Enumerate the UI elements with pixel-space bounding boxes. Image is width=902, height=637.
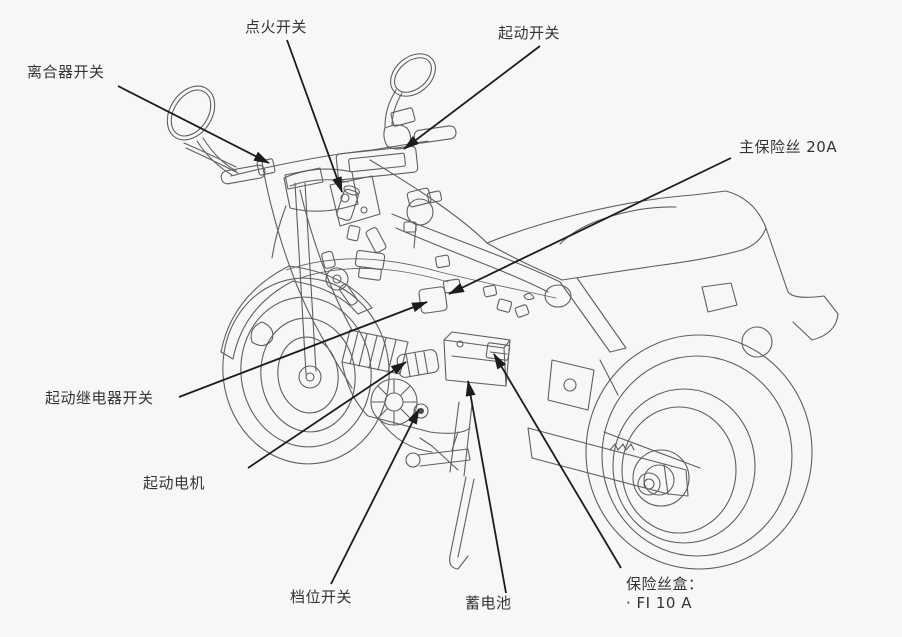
label-starter-motor: 起动电机	[143, 474, 206, 492]
motorcycle-line-art	[166, 53, 839, 570]
label-fuse-box: 保险丝盒： · FI 10 A	[626, 575, 704, 613]
label-clutch-switch: 离合器开关	[27, 63, 105, 81]
fuse-box-part	[485, 342, 511, 361]
handlebar	[183, 107, 457, 185]
leader-starter-relay-switch	[178, 301, 428, 398]
leader-arrows	[117, 39, 732, 594]
front-fender	[220, 265, 373, 360]
instrument-panel	[335, 145, 419, 181]
label-starter-switch: 起动开关	[498, 24, 561, 42]
seat-and-tail	[486, 190, 839, 358]
label-main-fuse: 主保险丝 20A	[739, 138, 838, 156]
label-fuse-box-line1: 保险丝盒：	[626, 575, 704, 593]
underbody	[341, 361, 475, 570]
leader-clutch-switch	[117, 85, 270, 164]
leader-gear-position-switch	[330, 408, 420, 585]
label-fuse-box-line2: · FI 10 A	[626, 594, 692, 612]
ignition-switch-part	[336, 185, 360, 221]
leader-ignition-switch	[286, 39, 343, 193]
rear-wheel	[585, 334, 813, 570]
leader-starter-switch	[403, 45, 541, 150]
electrical-components	[285, 185, 557, 419]
swingarm	[527, 427, 701, 497]
right-mirror	[384, 53, 436, 128]
label-gear-position-switch: 档位开关	[290, 588, 353, 606]
label-ignition-switch: 点火开关	[245, 18, 308, 36]
subframe	[547, 277, 627, 411]
label-battery: 蓄电池	[465, 594, 512, 612]
label-starter-relay-switch: 起动继电器开关	[45, 389, 154, 407]
headlight-cowl	[271, 168, 359, 259]
leader-starter-motor	[247, 361, 407, 469]
leader-fuse-box	[493, 353, 622, 569]
starter-relay-part	[418, 278, 462, 314]
left-mirror	[166, 85, 237, 176]
leader-battery	[465, 380, 507, 594]
leader-main-fuse	[448, 157, 732, 295]
